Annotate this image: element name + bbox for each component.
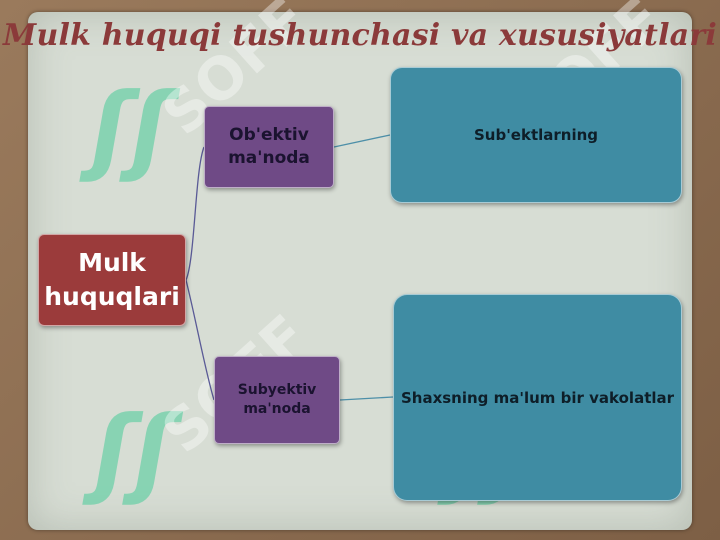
connector-root-to-mid-bottom <box>185 279 215 401</box>
node-shaxsning-vakolatlar: Shaxsning ma'lum bir vakolatlar <box>393 294 682 501</box>
node-obektiv-manoda: Ob'ektiv ma'noda <box>204 106 334 188</box>
connector-mid-bottom-to-leaf-bottom <box>339 396 394 401</box>
node-leaf-bottom-label: Shaxsning ma'lum bir vakolatlar <box>400 388 675 407</box>
node-mid-top-label: Ob'ektiv ma'noda <box>228 125 310 168</box>
connector-mid-top-to-leaf-top <box>333 134 391 148</box>
node-subyektiv-manoda: Subyektiv ma'noda <box>214 356 340 444</box>
node-leaf-top-label: Sub'ektlarning <box>473 126 599 144</box>
node-mid-bottom-label: Subyektiv ma'noda <box>237 382 317 417</box>
node-subektlarning: Sub'ektlarning <box>390 67 682 203</box>
slide-title: Mulk huquqi tushunchasi va xususiyatlari <box>3 18 717 53</box>
node-root-label: Mulk huquqlari <box>44 248 180 311</box>
connector-root-to-mid-top <box>185 146 205 281</box>
node-mulk-huquqlari: Mulk huquqlari <box>38 234 186 326</box>
